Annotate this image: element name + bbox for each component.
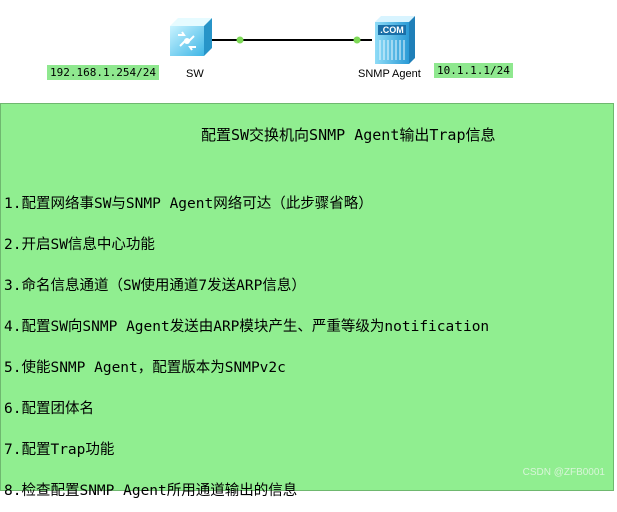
link-port-dot bbox=[236, 36, 244, 44]
agent-name-label: SNMP Agent bbox=[358, 68, 421, 80]
link-port-dot bbox=[353, 36, 361, 44]
step-item: 6.配置团体名 bbox=[4, 401, 94, 417]
step-item: 4.配置SW向SNMP Agent发送由ARP模块产生、严重等级为notific… bbox=[4, 319, 490, 335]
server-badge: .COM bbox=[380, 25, 404, 35]
step-item: 7.配置Trap功能 bbox=[4, 442, 115, 458]
topology-diagram: .COM bbox=[170, 16, 415, 64]
watermark: CSDN @ZFB0001 bbox=[522, 467, 605, 478]
switch-ip-label: 192.168.1.254/24 bbox=[47, 65, 159, 80]
switch-name-label: SW bbox=[186, 68, 204, 80]
steps-list: 1.配置网络事SW与SNMP Agent网络可达（此步骤省略） 2.开启SW信息… bbox=[4, 184, 489, 512]
switch-icon[interactable] bbox=[170, 18, 212, 56]
step-item: 2.开启SW信息中心功能 bbox=[4, 237, 155, 253]
step-item: 5.使能SNMP Agent，配置版本为SNMPv2c bbox=[4, 360, 286, 376]
server-icon[interactable]: .COM bbox=[375, 16, 415, 64]
step-item: 1.配置网络事SW与SNMP Agent网络可达（此步骤省略） bbox=[4, 196, 373, 212]
agent-ip-label: 10.1.1.1/24 bbox=[434, 63, 513, 78]
config-steps-panel: 配置SW交换机向SNMP Agent输出Trap信息 1.配置网络事SW与SNM… bbox=[0, 103, 614, 499]
step-item: 8.检查配置SNMP Agent所用通道输出的信息 bbox=[4, 483, 298, 499]
panel-title: 配置SW交换机向SNMP Agent输出Trap信息 bbox=[201, 126, 496, 144]
step-item: 3.命名信息通道（SW使用通道7发送ARP信息） bbox=[4, 278, 306, 294]
network-topology: .COM 192.168.1.254/24 SW SNMP Agent 10.1… bbox=[0, 0, 617, 100]
